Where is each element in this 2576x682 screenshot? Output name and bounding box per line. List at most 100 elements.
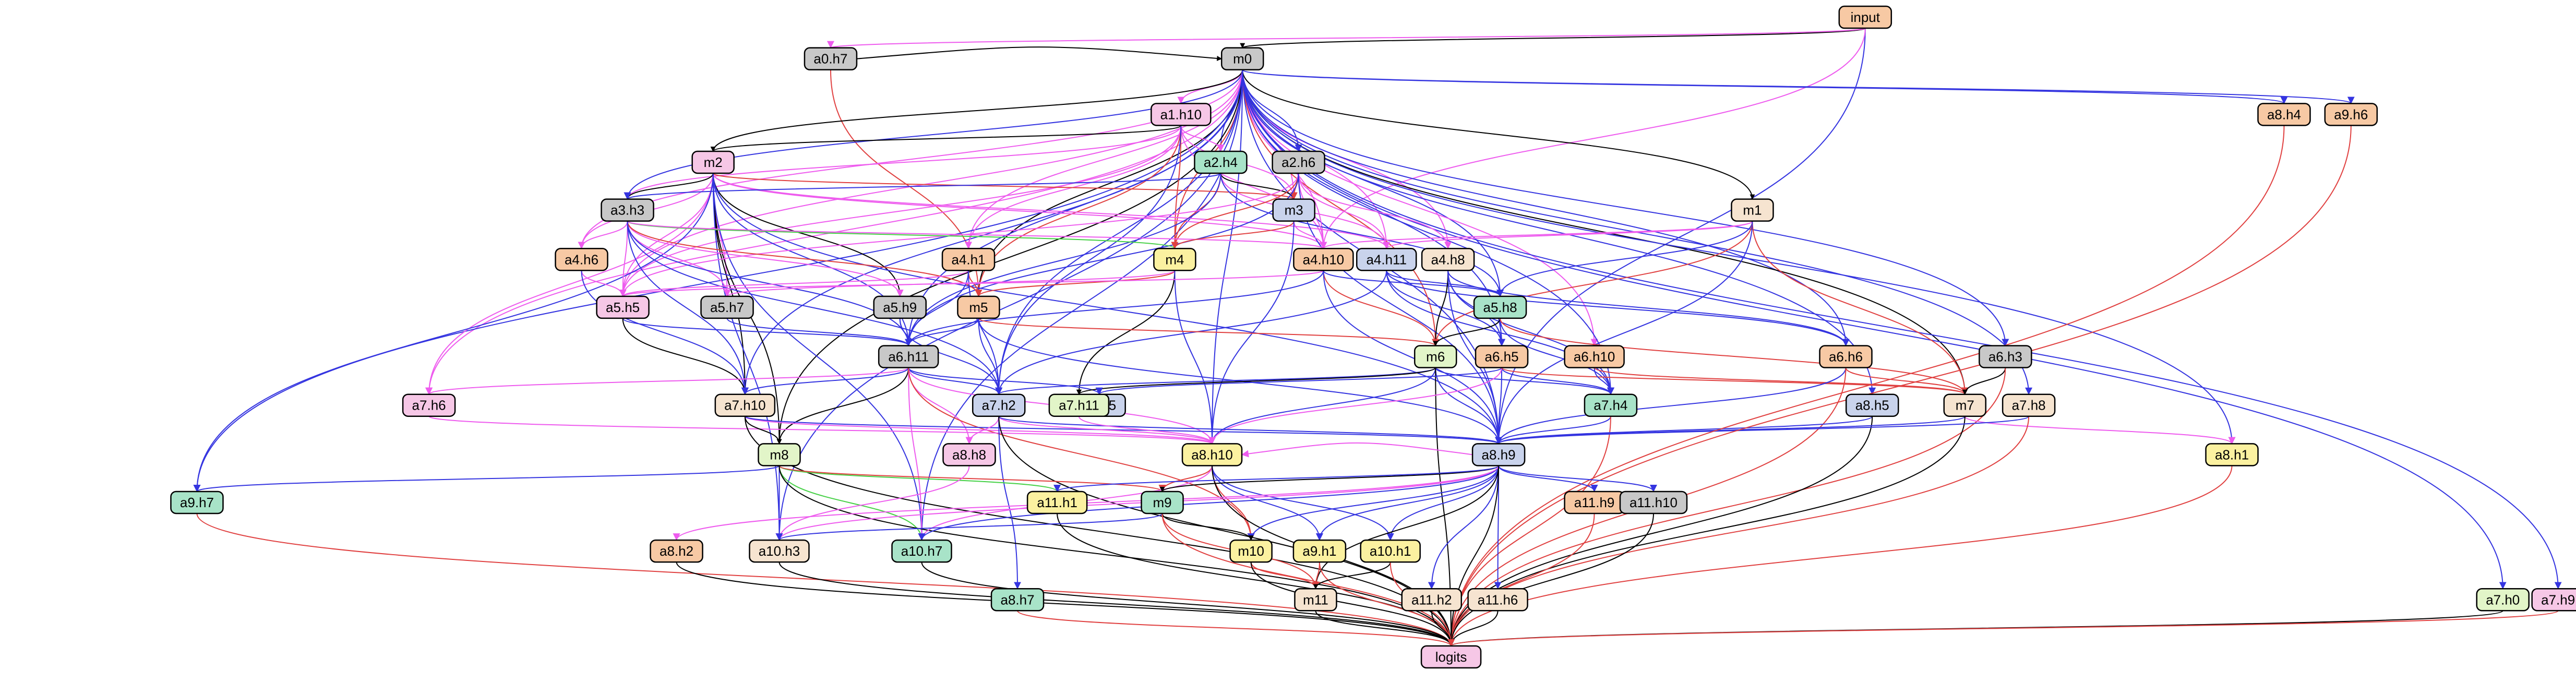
edge-a11-h6-to-logits	[1448, 611, 1499, 647]
graph-node-a6-h11: a6.h11	[878, 345, 939, 368]
edge-a7-h2-to-a8-h8	[965, 416, 1000, 445]
edge-m1-to-a4-h10	[1320, 220, 1753, 249]
node-box	[714, 393, 776, 417]
edge-a3-h3-to-a4-h6	[578, 221, 628, 249]
node-label: m3	[1285, 202, 1303, 218]
edge-a6-h5-to-a8-h10	[1208, 367, 1503, 445]
node-box	[1475, 345, 1529, 368]
graph-node-a11-h6: a11.h6	[1467, 588, 1528, 612]
graph-node-m3: m3	[1272, 198, 1315, 222]
edge-a6-h5-to-a7-h4	[1501, 367, 1614, 395]
edge-a6-h5-to-m7	[1501, 367, 1969, 395]
node-box	[2531, 588, 2576, 612]
edge-a8-h9-to-logits	[1448, 465, 1500, 647]
edge-m6-to-a7-h2	[995, 367, 1436, 395]
node-label: a11.h2	[1411, 592, 1452, 607]
node-label: a6.h11	[888, 349, 929, 365]
node-label: a9.h7	[180, 495, 214, 510]
graph-node-a1-h10: a1.h10	[1151, 103, 1212, 126]
node-box	[700, 295, 754, 319]
node-box	[650, 539, 703, 563]
edge-m6-to-a7-h4	[1435, 367, 1614, 395]
edge-a6-h5-to-a7-h5	[1096, 367, 1503, 395]
edge-a10-h1-to-m11	[1313, 561, 1391, 590]
edge-m0-to-a4-h1	[965, 69, 1243, 249]
edge-m0-to-a8-h1	[1242, 69, 2236, 445]
node-box	[170, 490, 224, 515]
edge-a10-h7-to-logits	[921, 562, 1454, 647]
node-box	[1141, 490, 1184, 515]
edge-m0-to-m8	[776, 69, 1243, 445]
node-box	[1194, 150, 1248, 174]
edge-m0-to-a3-h3	[624, 69, 1243, 200]
graph-node-a6-h10: a6.h10	[1564, 345, 1625, 368]
graph-node-a2-h4: a2.h4	[1194, 150, 1248, 174]
node-label: a2.h4	[1204, 154, 1238, 170]
node-label: m0	[1233, 51, 1252, 67]
edge-m7-to-a8-h9	[1495, 415, 1966, 445]
node-box	[1360, 539, 1421, 563]
edge-m1-to-a8-h9	[1495, 221, 1753, 445]
node-label: a5.h5	[606, 300, 640, 315]
node-box	[2257, 103, 2311, 126]
edge-m2-to-a10-h7	[712, 173, 926, 541]
node-box	[1413, 345, 1457, 368]
edge-a6-h6-to-m7	[1845, 367, 1969, 395]
edge-a7-h10-to-m8	[744, 416, 782, 445]
edge-a6-h11-to-a7-h2	[908, 367, 1003, 395]
node-box	[1845, 393, 1899, 417]
edge-a5-h8-to-a7-h4	[1500, 318, 1614, 395]
graph-node-a8-h2: a8.h2	[650, 539, 703, 563]
edge-a8-h10-to-a9-h1	[1212, 465, 1323, 541]
graph-node-a8-h5: a8.h5	[1845, 393, 1899, 417]
edge-m0-to-a5-h5	[619, 69, 1243, 297]
node-box	[596, 295, 650, 319]
node-label: a6.h10	[1574, 349, 1615, 365]
node-label: a7.h0	[2486, 592, 2520, 607]
edge-a2-h4-to-a3-h3	[624, 173, 1221, 200]
node-box	[1292, 539, 1347, 563]
node-label: a7.h6	[412, 398, 446, 413]
node-box	[601, 198, 654, 222]
edge-a4-h10-to-a5-h5	[619, 270, 1324, 297]
edge-a7-h8-to-logits	[1447, 416, 2030, 647]
edge-m6-to-a7-h11	[1076, 367, 1436, 395]
edge-m4-to-a7-h11	[1076, 270, 1176, 395]
edge-a3-h3-to-a5-h9	[627, 221, 904, 297]
node-box	[990, 588, 1045, 612]
graph-node-a5-h8: a5.h8	[1473, 295, 1527, 319]
edge-m8-to-a9-h7	[194, 465, 780, 492]
edge-a5-h8-to-m6	[1433, 318, 1501, 346]
edge-a1-h10-to-a3-h3	[624, 125, 1182, 200]
graph-node-a8-h4: a8.h4	[2257, 103, 2311, 126]
graph-node-a4-h1: a4.h1	[941, 248, 996, 271]
node-box	[1293, 248, 1354, 271]
node-box	[1229, 539, 1273, 563]
graph-node-a4-h6: a4.h6	[555, 248, 608, 271]
edge-a3-h3-to-a7-h2	[627, 221, 1003, 395]
graph-node-a9-h7: a9.h7	[170, 490, 224, 515]
edge-m0-to-m6	[1242, 69, 1440, 346]
edge-a7-h8-to-a8-h9	[1495, 415, 2030, 445]
edge-m8-to-logits	[778, 465, 1454, 647]
node-label: m10	[1238, 543, 1264, 559]
graph-node-a7-h8: a7.h8	[2002, 393, 2056, 417]
graph-node-m7: m7	[1943, 393, 1987, 417]
node-label: a2.h6	[1281, 154, 1315, 170]
graph-node-a5-h9: a5.h9	[873, 295, 927, 319]
edge-a7-h10-to-a8-h10	[744, 415, 1216, 445]
node-label: m4	[1165, 252, 1184, 267]
graph-node-m10: m10	[1229, 539, 1273, 563]
graph-node-m8: m8	[758, 443, 801, 466]
edge-m5-to-a6-h11	[905, 318, 979, 346]
edge-a6-h11-to-m8	[776, 367, 909, 445]
node-label: a4.h8	[1431, 252, 1465, 267]
edge-m9-to-m10	[1161, 513, 1254, 541]
graph-node-a0-h7: a0.h7	[804, 47, 858, 70]
node-label: a8.h7	[1000, 592, 1034, 607]
edge-a11-h9-to-logits	[1447, 513, 1595, 647]
node-box	[941, 248, 996, 271]
node-label: a11.h6	[1478, 592, 1518, 607]
node-box	[1401, 588, 1463, 612]
edge-a2-h6-to-a4-h11	[1298, 173, 1391, 249]
